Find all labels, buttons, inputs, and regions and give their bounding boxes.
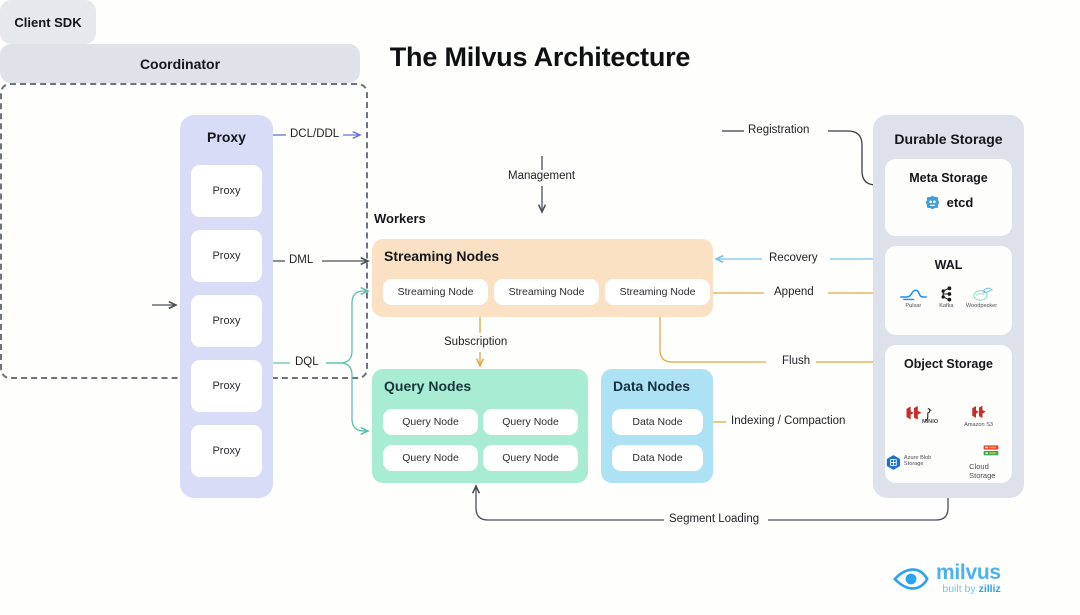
data-nodes-title: Data Nodes xyxy=(613,378,691,394)
proxy-panel: Proxy Proxy Proxy Proxy Proxy Proxy xyxy=(180,115,273,498)
wire-label-dcl-ddl: DCL/DDL xyxy=(286,128,344,140)
wire-label-dml: DML xyxy=(285,254,318,266)
wal-card[interactable]: WAL Pulsar xyxy=(885,246,1012,335)
google-cloud-storage-logo-item: Cloud Storage xyxy=(969,444,1012,480)
amazon-s3-logo-item: Amazon S3 xyxy=(964,403,993,428)
data-node-1[interactable]: Data Node xyxy=(612,409,703,435)
kafka-icon xyxy=(941,286,952,302)
amazon-s3-label: Amazon S3 xyxy=(964,422,994,428)
minio-bird-icon xyxy=(924,408,932,422)
object-storage-logo-row-1: MINIO Amazon S3 xyxy=(885,403,1012,428)
streaming-node-2[interactable]: Streaming Node xyxy=(494,279,599,305)
data-node-2[interactable]: Data Node xyxy=(612,445,703,471)
wal-logo-row: Pulsar Kafka xyxy=(885,286,1012,309)
milvus-eye-logo-icon xyxy=(893,567,929,590)
object-storage-logo-row-2: Azure Blob Storage Cloud Storage xyxy=(885,444,1012,480)
query-node-2[interactable]: Query Node xyxy=(483,409,578,435)
data-nodes-panel: Data Nodes Data Node Data Node xyxy=(601,369,713,483)
proxy-node-1[interactable]: Proxy xyxy=(191,165,262,217)
wire-label-registration: Registration xyxy=(744,124,814,136)
query-node-1[interactable]: Query Node xyxy=(383,409,478,435)
wire-flush-a xyxy=(659,317,766,363)
wire-registration-b xyxy=(828,130,894,185)
client-sdk-box[interactable]: Client SDK xyxy=(0,0,96,44)
coordinator-box[interactable]: Coordinator xyxy=(0,44,360,83)
azure-blob-storage-icon xyxy=(886,454,901,470)
meta-storage-card[interactable]: Meta Storage etcd xyxy=(885,159,1012,236)
google-cloud-storage-label: Cloud Storage xyxy=(969,462,996,480)
proxy-node-5[interactable]: Proxy xyxy=(191,425,262,477)
etcd-logo-row: etcd xyxy=(885,194,1012,211)
wire-label-recovery: Recovery xyxy=(765,252,822,264)
wire-label-flush: Flush xyxy=(778,355,815,367)
wire-label-append: Append xyxy=(770,286,818,298)
proxy-panel-title: Proxy xyxy=(207,129,246,145)
milvus-wordmark: milvus xyxy=(936,561,1001,584)
proxy-node-3[interactable]: Proxy xyxy=(191,295,262,347)
milvus-tagline: built by zilliz xyxy=(936,583,1001,596)
object-storage-card[interactable]: Object Storage MINIO Amazo xyxy=(885,345,1012,483)
object-storage-title: Object Storage xyxy=(904,357,993,371)
proxy-node-4[interactable]: Proxy xyxy=(191,360,262,412)
minio-label: MINIO xyxy=(921,419,939,425)
wire-label-subscription: Subscription xyxy=(440,336,512,348)
durable-storage-panel: Durable Storage Meta Storage etcd WAL xyxy=(873,115,1024,498)
woodpecker-logo-item: Woodpecker xyxy=(966,286,997,309)
etcd-label: etcd xyxy=(946,195,974,210)
wire-dql-down xyxy=(326,362,368,431)
wire-segment-loading-b xyxy=(476,486,664,521)
query-node-3[interactable]: Query Node xyxy=(383,445,478,471)
wire-label-dql: DQL xyxy=(291,356,323,368)
pulsar-label: Pulsar xyxy=(905,303,922,309)
woodpecker-icon xyxy=(972,287,993,301)
woodpecker-label: Woodpecker xyxy=(965,303,998,309)
wire-label-management: Management xyxy=(504,170,580,182)
workers-label: Workers xyxy=(374,211,426,226)
query-nodes-title: Query Nodes xyxy=(384,378,472,394)
wire-segment-loading-a xyxy=(768,498,949,521)
pulsar-icon xyxy=(899,289,927,301)
milvus-brand: milvus built by zilliz xyxy=(893,561,1001,596)
query-node-4[interactable]: Query Node xyxy=(483,445,578,471)
kafka-logo-item: Kafka xyxy=(939,286,954,309)
google-cloud-storage-icon xyxy=(983,445,998,456)
streaming-node-3[interactable]: Streaming Node xyxy=(605,279,710,305)
amazon-s3-icon xyxy=(971,405,986,418)
pulsar-logo-item: Pulsar xyxy=(899,286,927,309)
etcd-icon xyxy=(925,195,939,210)
azure-blob-storage-logo-item: Azure Blob Storage xyxy=(885,453,947,472)
minio-icon xyxy=(906,406,922,420)
streaming-nodes-title: Streaming Nodes xyxy=(384,248,500,264)
meta-storage-title: Meta Storage xyxy=(909,171,988,185)
page-title: The Milvus Architecture xyxy=(389,42,691,72)
proxy-node-2[interactable]: Proxy xyxy=(191,230,262,282)
streaming-nodes-panel: Streaming Nodes Streaming Node Streaming… xyxy=(372,239,713,317)
wal-title: WAL xyxy=(934,258,963,272)
wire-label-indexing-compaction: Indexing / Compaction xyxy=(727,415,850,427)
kafka-label: Kafka xyxy=(939,303,954,309)
wire-dql-up xyxy=(326,291,368,364)
streaming-node-1[interactable]: Streaming Node xyxy=(383,279,488,305)
query-nodes-panel: Query Nodes Query Node Query Node Query … xyxy=(372,369,588,483)
tagline-prefix: built by xyxy=(942,583,979,596)
azure-blob-storage-label: Azure Blob Storage xyxy=(903,455,932,467)
minio-logo-item: MINIO xyxy=(904,403,939,425)
durable-storage-title: Durable Storage xyxy=(894,131,1003,147)
milvus-brand-text: milvus built by zilliz xyxy=(936,561,1001,596)
tagline-brand: zilliz xyxy=(978,583,1001,596)
wire-label-segment-loading: Segment Loading xyxy=(665,513,764,525)
